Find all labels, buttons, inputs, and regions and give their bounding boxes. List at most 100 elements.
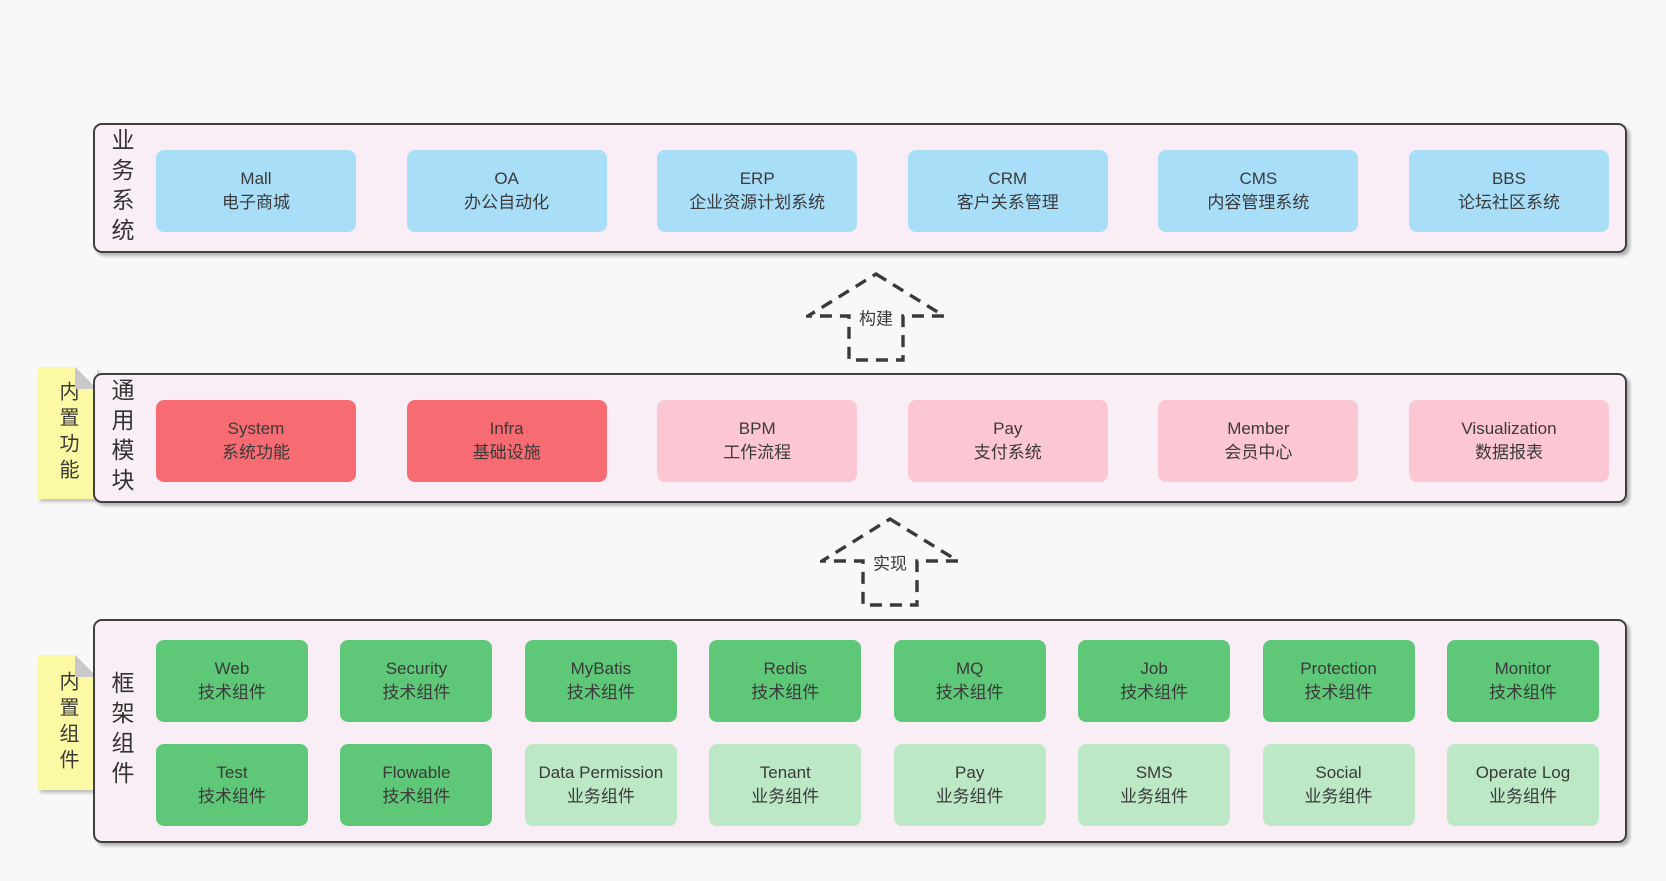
box-name: Mall [240,168,272,188]
box-name: CRM [988,168,1028,188]
box-mall: Mall 电子商城 [156,150,356,232]
block-arrow-up-icon [806,272,946,362]
box-name: Monitor [1494,658,1552,678]
box-name: SMS [1135,762,1173,782]
box-desc: 论坛社区系统 [1457,193,1560,212]
panel-common-modules: 通用模块 System 系统功能 Infra 基础设施 BPM 工作流程 Pay… [93,373,1627,503]
box-mybatis: MyBatis 技术组件 [524,640,677,722]
arrow-implement: 实现 [820,516,960,608]
box-desc: 技术组件 [198,787,266,806]
box-oa: OA 办公自动化 [406,150,607,232]
framework-components-row-2: Test 技术组件 Flowable 技术组件 Data Permission … [156,744,1599,826]
box-name: Job [1140,658,1168,678]
box-desc: 基础设施 [472,443,541,462]
box-pay-system: Pay 支付系统 [907,400,1108,482]
box-desc: 系统功能 [222,443,290,462]
box-desc: 数据报表 [1474,443,1543,462]
box-operate-log: Operate Log 业务组件 [1446,744,1599,826]
panel-framework-components: 框架组件 Web 技术组件 Security 技术组件 MyBatis 技术组件… [93,619,1627,843]
framework-components-row-1: Web 技术组件 Security 技术组件 MyBatis 技术组件 Redi… [156,640,1599,722]
sticky-fold-corner [75,655,97,677]
box-name: Tenant [759,762,811,782]
box-protection: Protection 技术组件 [1262,640,1415,722]
box-social: Social 业务组件 [1262,744,1415,826]
box-name: Social [1315,762,1362,782]
box-security: Security 技术组件 [340,640,493,722]
sticky-note-label: 内置功能 [56,381,78,485]
box-system: System 系统功能 [156,400,356,482]
panel-label-business-systems: 业务系统 [108,128,134,248]
box-name: ERP [739,168,775,188]
box-name: BBS [1491,168,1526,188]
box-name: Infra [489,418,524,438]
box-desc: 技术组件 [382,683,451,702]
box-name: Operate Log [1475,762,1571,782]
box-tenant: Tenant 业务组件 [709,744,862,826]
panel-label-common-modules: 通用模块 [108,378,134,498]
box-member: Member 会员中心 [1158,400,1359,482]
box-name: OA [494,168,519,188]
box-cms: CMS 内容管理系统 [1158,150,1359,232]
box-name: Data Permission [538,762,664,782]
box-name: Visualization [1461,418,1557,438]
box-desc: 技术组件 [566,683,635,702]
box-pay-component: Pay 业务组件 [893,744,1046,826]
box-desc: 技术组件 [198,683,266,702]
box-name: Pay [955,762,985,782]
box-desc: 技术组件 [751,683,820,702]
sticky-note-builtin-features: 内置功能 [38,367,97,499]
block-arrow-up-icon [820,517,960,607]
box-name: Test [216,762,248,782]
box-desc: 技术组件 [935,683,1004,702]
box-name: Protection [1300,658,1377,678]
box-name: MyBatis [570,658,632,678]
box-sms: SMS 业务组件 [1078,744,1231,826]
box-desc: 技术组件 [1120,683,1189,702]
arrow-build-label: 构建 [853,302,899,332]
panel-business-systems: 业务系统 Mall 电子商城 OA 办公自动化 ERP 企业资源计划系统 CRM… [93,123,1627,253]
box-desc: 工作流程 [723,443,792,462]
panel-label-framework-components: 框架组件 [108,671,134,791]
box-flowable: Flowable 技术组件 [340,744,493,826]
box-name: MQ [955,658,984,678]
box-desc: 业务组件 [935,787,1004,806]
box-job: Job 技术组件 [1078,640,1231,722]
box-bpm: BPM 工作流程 [657,400,858,482]
box-name: Pay [993,418,1023,438]
sticky-fold-corner [75,367,97,389]
box-desc: 业务组件 [751,787,820,806]
box-name: Member [1227,418,1290,438]
box-bbs: BBS 论坛社区系统 [1408,150,1609,232]
box-desc: 办公自动化 [464,193,550,212]
arrow-implement-label: 实现 [867,547,913,577]
sticky-note-builtin-components: 内置组件 [38,655,97,790]
box-desc: 业务组件 [1488,787,1557,806]
box-desc: 业务组件 [1120,787,1189,806]
common-modules-row: System 系统功能 Infra 基础设施 BPM 工作流程 Pay 支付系统… [156,400,1609,482]
box-desc: 企业资源计划系统 [689,193,826,212]
box-name: Web [214,658,250,678]
box-visualization: Visualization 数据报表 [1408,400,1609,482]
box-name: Security [385,658,448,678]
box-desc: 会员中心 [1224,443,1293,462]
box-desc: 支付系统 [973,443,1042,462]
box-desc: 客户关系管理 [956,193,1059,212]
box-desc: 技术组件 [1304,683,1373,702]
box-desc: 技术组件 [382,787,451,806]
box-data-permission: Data Permission 业务组件 [524,744,677,826]
box-web: Web 技术组件 [156,640,308,722]
box-redis: Redis 技术组件 [709,640,862,722]
box-infra: Infra 基础设施 [406,400,607,482]
box-desc: 业务组件 [566,787,635,806]
box-name: BPM [738,418,776,438]
box-desc: 电子商城 [222,193,290,212]
sticky-note-label: 内置组件 [56,670,78,775]
box-test: Test 技术组件 [156,744,308,826]
business-systems-row: Mall 电子商城 OA 办公自动化 ERP 企业资源计划系统 CRM 客户关系… [156,150,1609,232]
box-desc: 技术组件 [1488,683,1557,702]
box-desc: 内容管理系统 [1207,193,1310,212]
box-monitor: Monitor 技术组件 [1446,640,1599,722]
box-desc: 业务组件 [1304,787,1373,806]
arrow-build: 构建 [806,271,946,363]
